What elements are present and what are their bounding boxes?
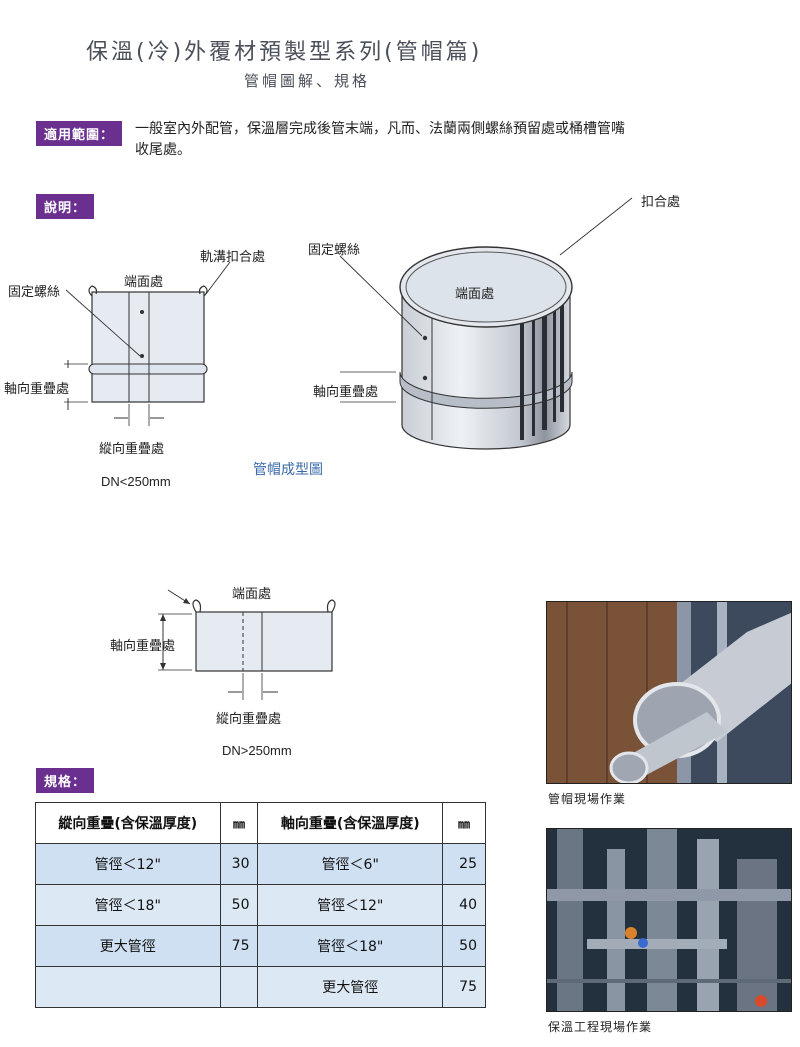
page-title: 保溫(冷)外覆材預製型系列(管帽篇) [86,40,483,65]
photo-caption-1: 管帽現場作業 [548,792,627,806]
page-subtitle: 管帽圖解、規格 [244,72,371,90]
table-row: 管徑＜18" 50 管徑＜12" 40 [35,884,486,926]
table-row: 更大管徑 75 管徑＜18" 50 [35,925,486,967]
header-unit-1: ㎜ [219,802,259,844]
header-unit-2: ㎜ [442,802,486,844]
table-cell: 更大管徑 [35,925,221,967]
explain-tag: 說明： [36,194,95,219]
table-row: 更大管徑 75 [35,966,486,1008]
table-cell: 75 [219,925,259,967]
table-cell: 更大管徑 [257,966,444,1008]
large-end-face-label: 端面處 [232,587,272,602]
small-rail-seam-label: 軌溝扣合處 [200,250,266,265]
table-cell: 管徑＜6" [257,843,444,885]
table-cell: 50 [442,925,486,967]
cap-forming-caption: 管帽成型圖 [253,462,323,478]
table-cell: 75 [442,966,486,1008]
table-cell: 40 [442,884,486,926]
header-longitudinal: 縱向重疊(含保溫厚度) [35,802,221,844]
table-row: 管徑＜12" 30 管徑＜6" 25 [35,843,486,885]
spec-table: 縱向重疊(含保溫厚度) ㎜ 軸向重疊(含保溫厚度) ㎜ 管徑＜12" 30 管徑… [35,802,486,1008]
table-cell: 管徑＜18" [257,925,444,967]
scope-text: 一般室內外配管，保溫層完成後管末端，凡而、法蘭兩側螺絲預留處或桶槽管嘴收尾處。 [135,121,625,158]
3d-axial-overlap-label: 軸向重疊處 [313,385,379,400]
3d-fixing-screw-label: 固定螺絲 [308,243,361,258]
spec-tag: 規格： [36,768,95,793]
table-cell [219,966,259,1008]
header-axial: 軸向重疊(含保溫厚度) [257,802,444,844]
small-fixing-screw-label: 固定螺絲 [8,285,61,300]
table-cell: 50 [219,884,259,926]
table-cell: 25 [442,843,486,885]
large-size-label: DN>250mm [222,743,292,758]
table-cell [35,966,221,1008]
table-cell: 管徑＜12" [35,843,221,885]
buckle-label: 扣合處 [641,195,681,210]
table-cell: 30 [219,843,259,885]
large-longitudinal-overlap-label: 縱向重疊處 [216,712,282,727]
scope-tag: 適用範圍： [36,121,123,146]
3d-end-face-label: 端面處 [455,287,495,302]
pipe-cap-site-photo [546,601,792,784]
small-axial-overlap-label: 軸向重疊處 [4,382,70,397]
small-end-face-label: 端面處 [124,275,164,290]
insulation-site-photo [546,828,792,1012]
table-header-row: 縱向重疊(含保溫厚度) ㎜ 軸向重疊(含保溫厚度) ㎜ [35,802,486,844]
small-longitudinal-overlap-label: 縱向重疊處 [99,442,165,457]
large-axial-overlap-label: 軸向重疊處 [110,639,176,654]
table-cell: 管徑＜12" [257,884,444,926]
photo-caption-2: 保溫工程現場作業 [548,1020,653,1034]
small-size-label: DN<250mm [101,474,171,489]
table-cell: 管徑＜18" [35,884,221,926]
